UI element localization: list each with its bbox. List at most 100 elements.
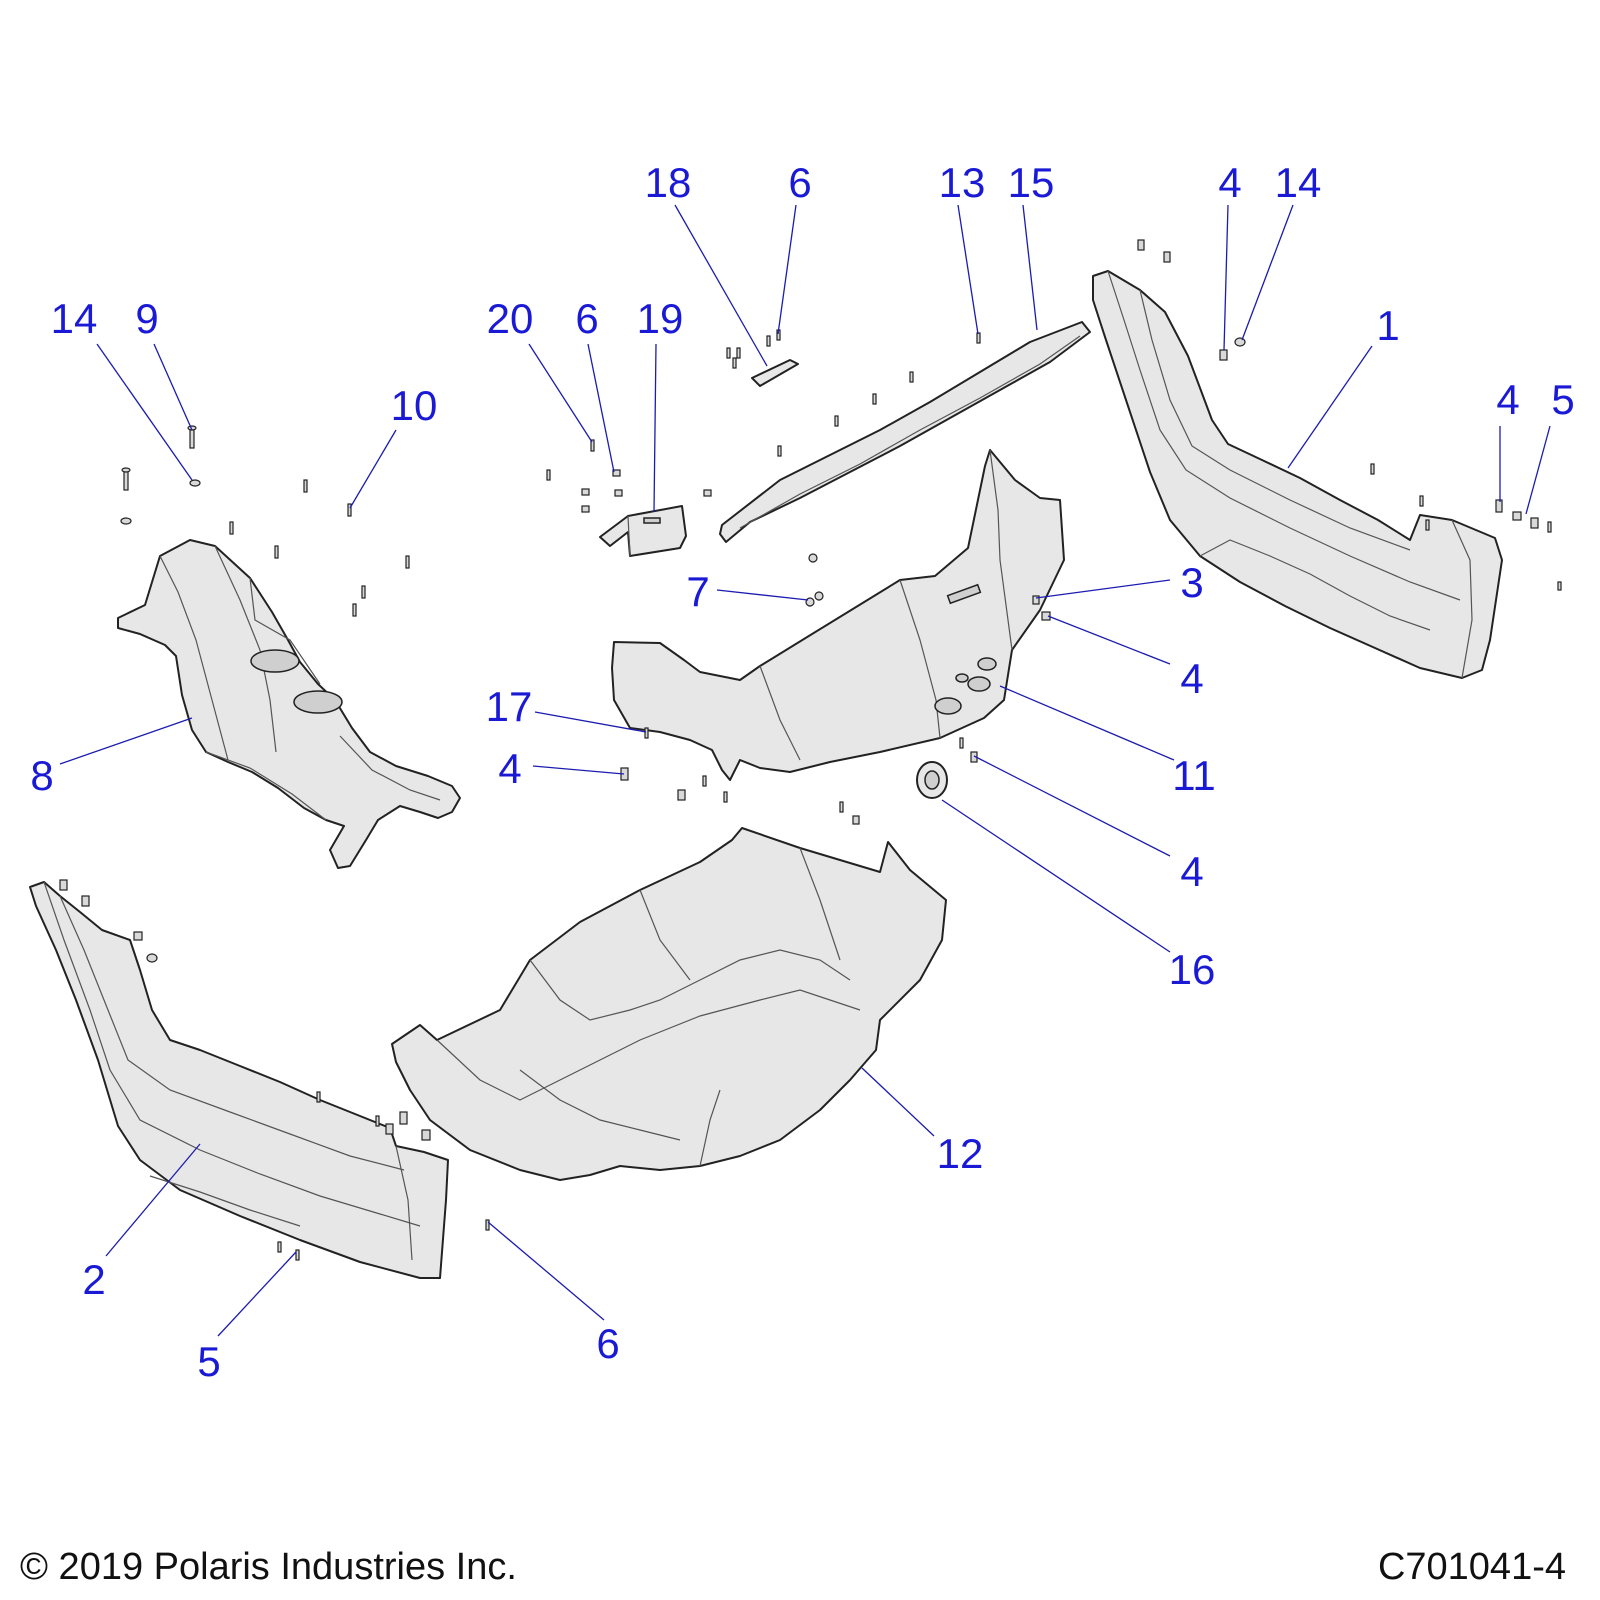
fastener-screw <box>732 357 737 369</box>
center-console-part <box>117 539 461 869</box>
left-rocker-panel-part <box>29 881 449 1279</box>
fastener-washer <box>1234 337 1246 347</box>
fastener-clip <box>852 815 860 825</box>
fastener-clip <box>1530 517 1539 529</box>
fastener-clip <box>1495 499 1503 513</box>
callout-3: 3 <box>1180 559 1203 606</box>
fastener-screw <box>316 1091 321 1103</box>
fastener-clip <box>421 1129 431 1141</box>
fastener-clip <box>81 895 90 907</box>
fastener-screw <box>277 1241 282 1253</box>
fastener-clip <box>614 489 623 497</box>
callout-4: 4 <box>498 745 521 792</box>
fastener-washer <box>146 953 158 963</box>
fastener-screw <box>295 1249 300 1261</box>
callout-7: 7 <box>686 568 709 615</box>
fastener-clip <box>1219 349 1228 361</box>
callout-9: 9 <box>135 295 158 342</box>
fastener-screw <box>1370 463 1375 475</box>
callout-16: 16 <box>1169 946 1216 993</box>
callout-17: 17 <box>486 683 533 730</box>
fastener-clip <box>399 1111 408 1125</box>
fastener-screw <box>590 439 595 452</box>
fastener-screw <box>405 555 410 569</box>
fastener-screw <box>959 737 964 749</box>
callout-6: 6 <box>788 159 811 206</box>
fastener-clip <box>703 489 712 497</box>
callout-labels: 18 6 13 15 4 14 14 9 20 6 19 10 1 4 5 3 … <box>30 159 1574 1385</box>
callout-2: 2 <box>82 1256 105 1303</box>
callout-8: 8 <box>30 752 53 799</box>
callout-20: 20 <box>487 295 534 342</box>
fastener-clip <box>59 879 68 891</box>
fastener-screw <box>361 585 366 599</box>
fastener-screw <box>347 503 352 517</box>
fastener-screw <box>766 335 771 347</box>
fastener-screw <box>352 603 357 617</box>
fastener-clip <box>1512 511 1522 521</box>
callout-6: 6 <box>575 295 598 342</box>
fastener-screw <box>872 393 877 405</box>
fastener-screw <box>839 801 844 813</box>
fastener-screw <box>909 371 914 383</box>
fastener-screw <box>976 332 981 344</box>
small-bracket-part <box>751 359 799 387</box>
fastener-clip <box>581 488 590 496</box>
fastener-screw <box>229 521 234 535</box>
callout-14: 14 <box>51 295 98 342</box>
callout-4: 4 <box>1496 376 1519 423</box>
fastener-screw <box>777 445 782 457</box>
callout-5: 5 <box>197 1338 220 1385</box>
fastener-nut <box>805 597 815 607</box>
callout-19: 19 <box>637 295 684 342</box>
fastener-screw <box>485 1219 490 1231</box>
fastener-clip <box>677 789 686 801</box>
fastener-nut <box>814 591 824 601</box>
fastener-clip <box>1032 595 1040 605</box>
callout-4: 4 <box>1180 848 1203 895</box>
fastener-screw <box>1557 581 1562 591</box>
fastener-screw <box>375 1115 380 1127</box>
fastener-clip <box>1137 239 1145 251</box>
firewall-panel-part <box>611 449 1065 781</box>
fastener-screw <box>736 347 741 359</box>
fastener-screw <box>274 545 279 559</box>
fastener-clip <box>612 469 621 477</box>
fastener-screw <box>1419 495 1424 507</box>
callout-18: 18 <box>645 159 692 206</box>
callout-1: 1 <box>1376 302 1399 349</box>
fastener-washer <box>120 517 132 525</box>
callout-4: 4 <box>1180 655 1203 702</box>
fastener-washer <box>189 479 201 487</box>
fastener-screw <box>726 347 731 359</box>
callout-12: 12 <box>937 1130 984 1177</box>
fastener-screw <box>702 775 707 787</box>
callout-4: 4 <box>1218 159 1241 206</box>
fastener-screw <box>546 469 551 481</box>
callout-11: 11 <box>1172 752 1216 799</box>
plate-bracket-part <box>599 505 687 557</box>
callout-6: 6 <box>596 1320 619 1367</box>
callout-5: 5 <box>1551 376 1574 423</box>
fastener-screw <box>1547 521 1552 533</box>
insulation-strip-part <box>719 321 1091 543</box>
copyright-notice: © 2019 Polaris Industries Inc. <box>20 1546 517 1588</box>
fastener-screw <box>834 415 839 427</box>
callout-10: 10 <box>391 382 438 429</box>
fastener-screw <box>1425 519 1430 531</box>
figure-id: C701041-4 <box>1377 1546 1566 1588</box>
fastener-clip <box>1163 251 1171 263</box>
callout-15: 15 <box>1008 159 1055 206</box>
fastener-nut <box>808 553 818 563</box>
floor-pan-part <box>391 827 947 1181</box>
grommet-part <box>916 761 948 799</box>
fastener-clip <box>1041 611 1051 621</box>
fastener-clip <box>133 931 143 941</box>
fastener-screw <box>303 479 308 493</box>
fastener-clip <box>385 1123 394 1135</box>
leader-lines <box>59 204 1551 1337</box>
fastener-clip <box>581 505 590 513</box>
fastener-screw <box>723 791 728 803</box>
